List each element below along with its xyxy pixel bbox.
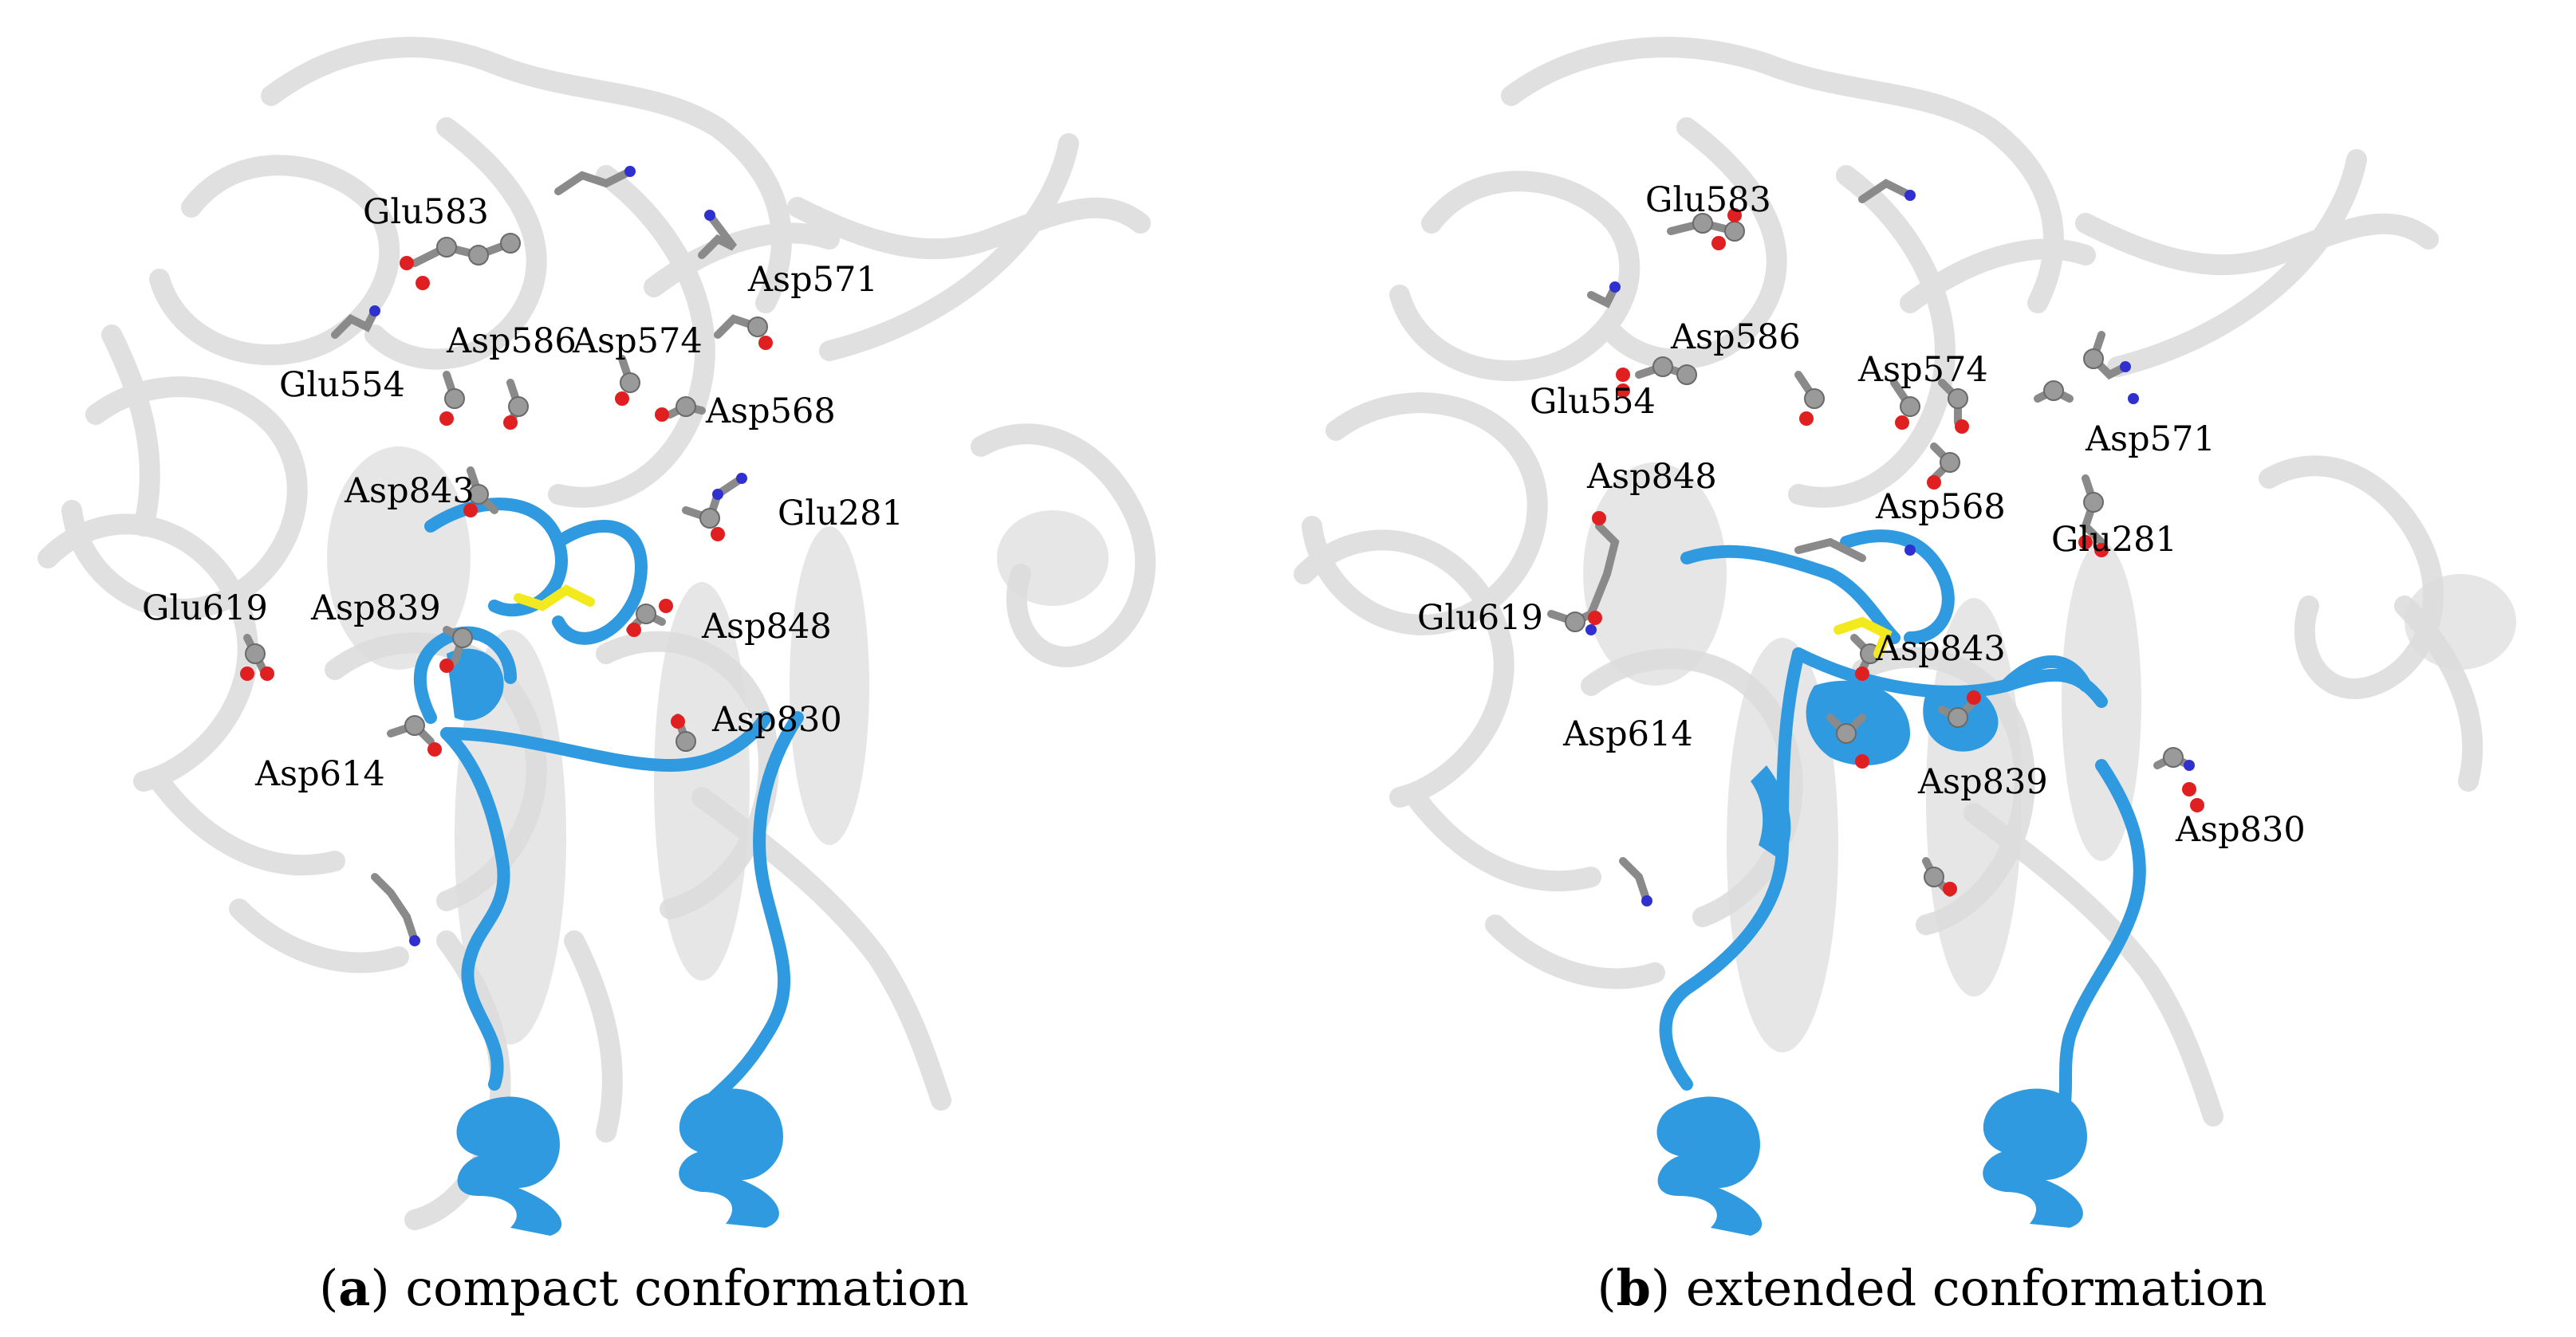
protein-structure-render-b [1294,37,2516,1236]
nitrogen-atoms-panel-a [369,166,747,946]
nitrogen-atoms-panel-b [1585,190,2195,906]
panel-a-compact: Glu583 Asp571 Asp586 Asp574 Glu554 Asp56… [37,37,1156,1317]
residue-label: Glu619 [142,588,268,628]
residue-label: Asp848 [1587,457,1717,497]
residue-label: Glu281 [778,494,904,533]
panel-caption-a: (a) compact conformation [319,1259,969,1317]
highlighted-blue-helices [447,648,783,1236]
residue-label: Asp574 [1858,350,1988,390]
panel-b-extended: Glu583 Asp586 Asp574 Glu554 Asp571 Asp84… [1288,0,2576,1337]
sidechains-panel-a [243,167,762,945]
residue-label: Asp614 [255,754,385,794]
carbon-atoms-panel-a [245,233,768,752]
residue-label: Asp571 [2086,419,2216,459]
highlighted-blue-ribbon [1659,529,2146,1123]
residue-label: Asp571 [748,260,878,300]
oxygen-atoms-panel-a [240,256,773,757]
residue-label: Glu554 [1530,382,1656,422]
protein-structure-render-a [37,37,1156,1236]
residue-label: Glu619 [1417,598,1543,638]
caption-letter: a [338,1259,371,1317]
residue-label: Asp830 [712,700,842,740]
residue-label: Asp574 [573,321,703,361]
residue-label: Asp614 [1563,714,1693,754]
caption-text: compact conformation [405,1259,969,1317]
residue-label: Asp568 [1876,487,2006,527]
residue-label: Asp848 [702,607,832,647]
background-helices [327,446,1109,1044]
oxygen-atoms-panel-b [1588,208,2204,896]
residue-label: Glu554 [279,365,405,405]
residue-label: Glu583 [363,192,489,232]
residue-label: Glu281 [2051,520,2177,560]
highlighted-blue-helices [1656,680,2087,1236]
residue-label: Asp586 [447,321,577,361]
background-protein-ribbon [1294,37,2483,1127]
disulfide-bond [514,584,595,611]
residue-label: Asp839 [311,588,441,628]
residue-label: Asp568 [706,391,836,431]
disulfide-bond [1834,616,1893,659]
carbon-atoms-panel-b [1565,213,2184,887]
caption-letter: b [1616,1259,1652,1317]
residue-label: Asp843 [1876,629,2006,669]
residue-label: Asp843 [345,471,475,511]
panel-caption-b: (b) extended conformation [1597,1259,2267,1317]
residue-label: Asp830 [2176,810,2306,850]
residue-label: Asp586 [1671,317,1801,357]
residue-label: Glu583 [1645,180,1771,220]
caption-text: extended conformation [1685,1259,2267,1317]
residue-label: Asp839 [1918,762,2048,802]
